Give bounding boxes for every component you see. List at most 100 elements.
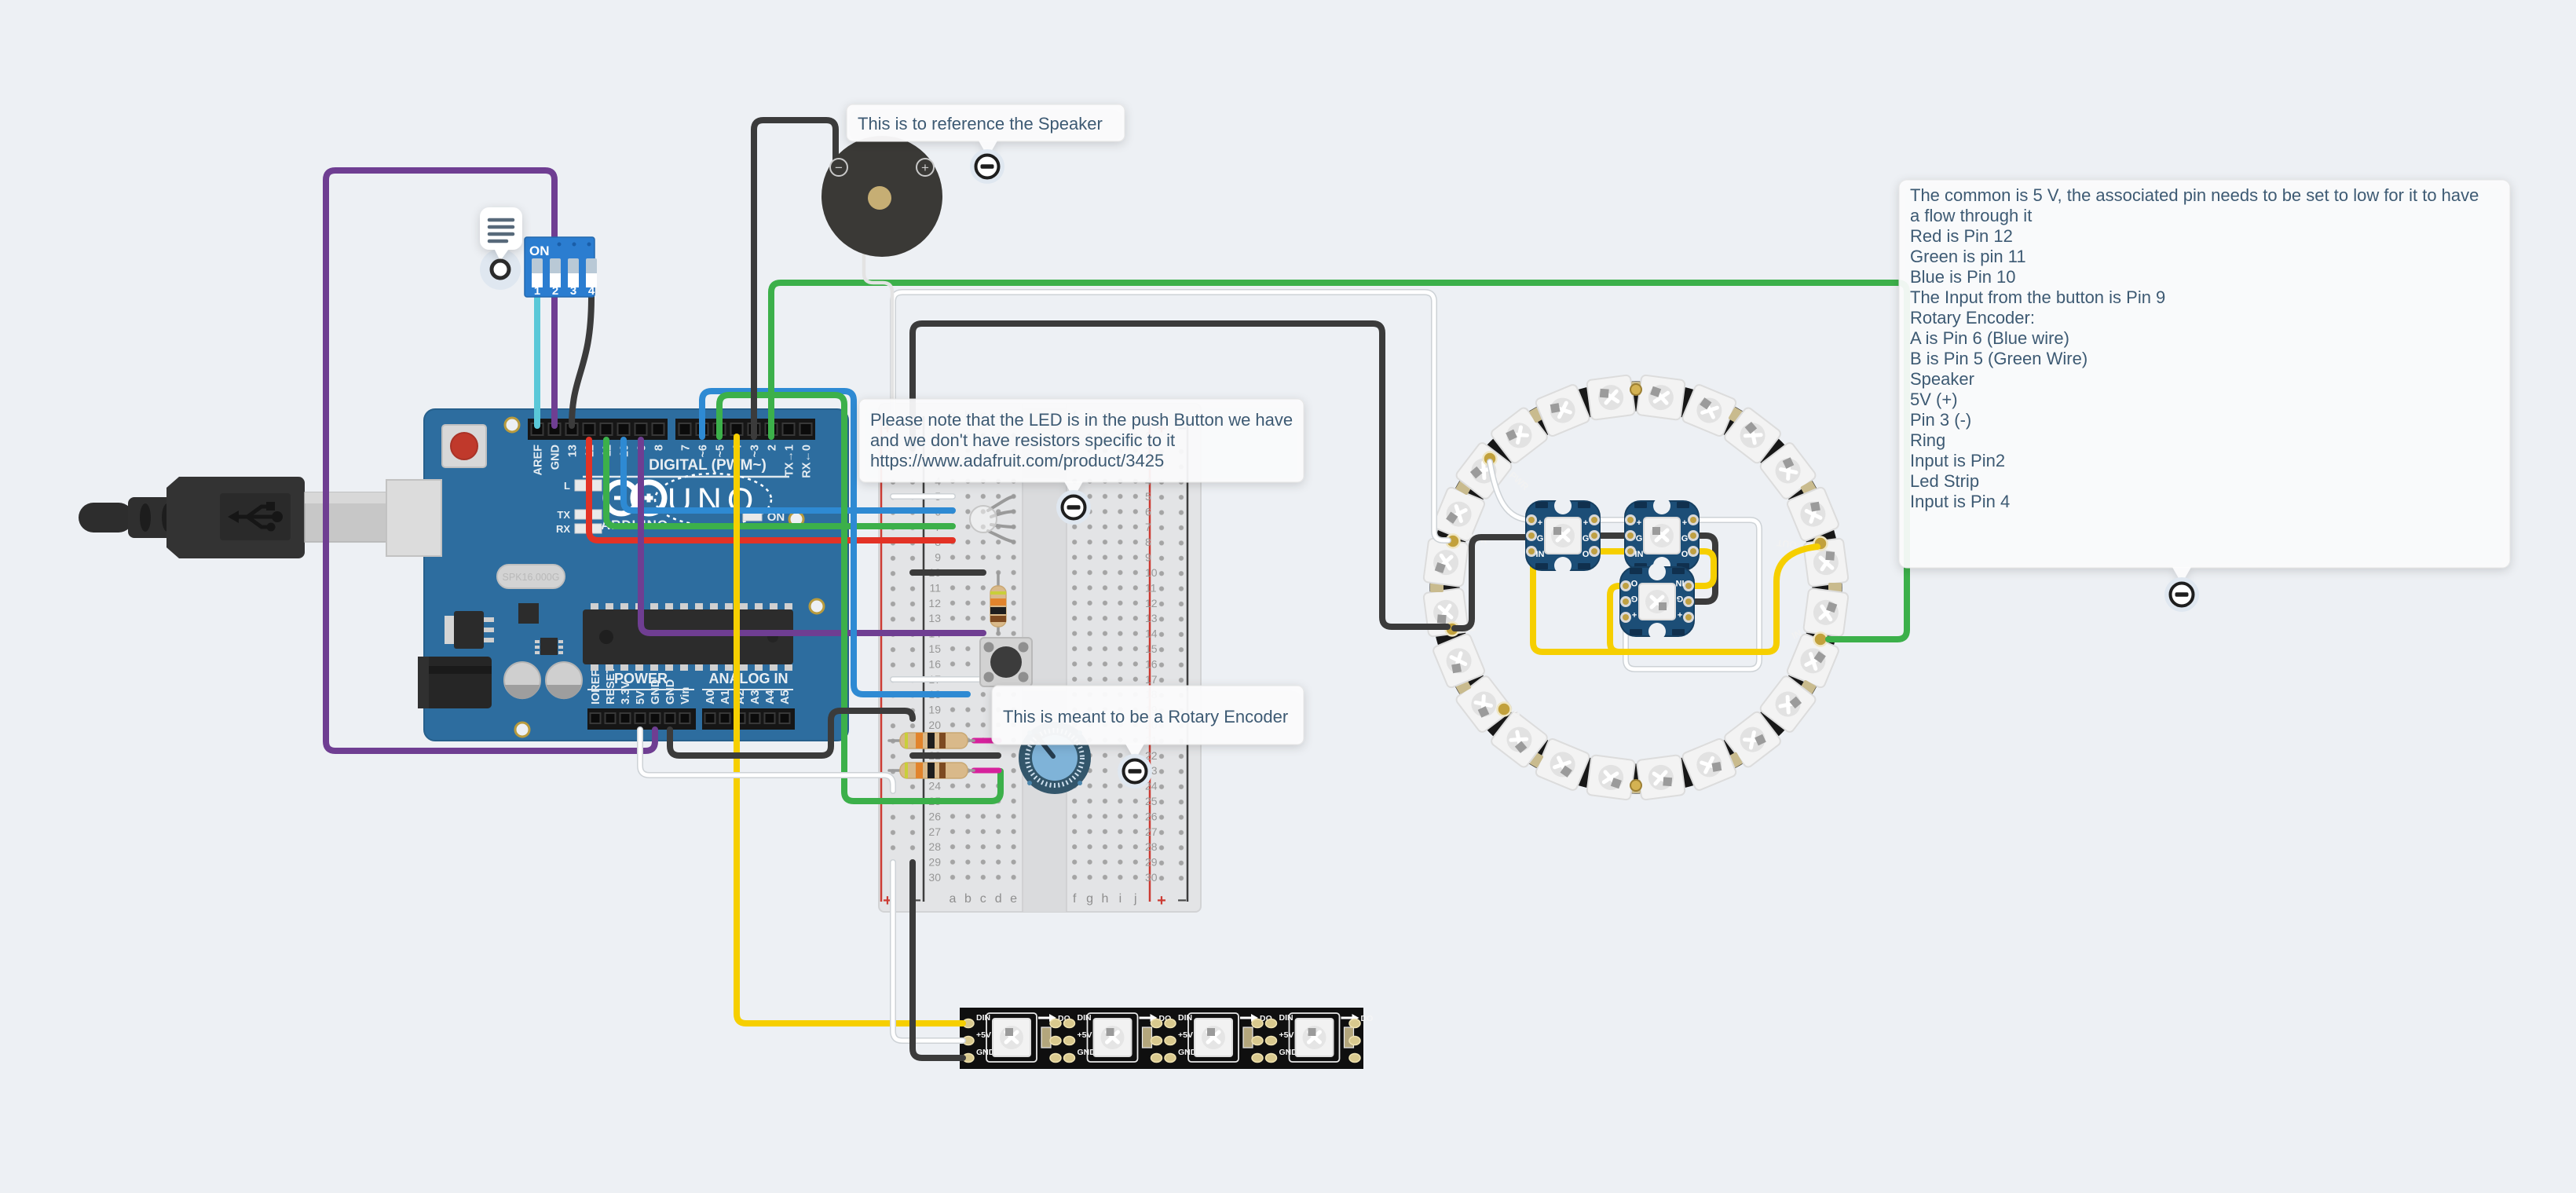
atmega-ic — [583, 603, 793, 671]
power-pin[interactable] — [664, 712, 676, 724]
piezo-speaker[interactable]: − + — [821, 136, 942, 456]
jewel-pad-label: G — [1631, 594, 1638, 603]
wire-purple-gnd-dip[interactable] — [323, 167, 658, 754]
wire-white-5v-rail[interactable] — [638, 727, 895, 793]
wire-black-rail-ring[interactable] — [909, 320, 1451, 630]
analog-pin[interactable] — [778, 712, 791, 724]
crystal-oscillator: SPK16.000G — [496, 564, 565, 589]
row-number: 7 — [1145, 521, 1151, 533]
wire-red-pin12[interactable] — [586, 437, 956, 543]
dip-number: 4 — [588, 284, 595, 298]
row-number: 16 — [1145, 657, 1158, 670]
breadboard[interactable]: 1122334455667788991010111112121313141415… — [878, 403, 1202, 913]
row-number: 17 — [1145, 673, 1158, 686]
ring-led — [1786, 633, 1839, 694]
digital-pin[interactable] — [651, 423, 665, 436]
digital-pin[interactable] — [617, 423, 631, 436]
row-number: 10 — [1145, 566, 1158, 579]
digital-pin[interactable] — [799, 423, 813, 436]
reset-button[interactable] — [441, 424, 487, 468]
dip-number: 3 — [570, 284, 576, 298]
note-anchor[interactable] — [489, 258, 511, 280]
wire-black-pin3-speaker[interactable] — [751, 117, 839, 440]
digital-pin[interactable] — [678, 423, 692, 436]
note-line: B is Pin 5 (Green Wire) — [1910, 349, 2088, 368]
rgb-led[interactable] — [969, 495, 1015, 543]
power-pin[interactable] — [604, 712, 617, 724]
wire-black-gnd-rail[interactable] — [667, 708, 916, 759]
column-label: h — [1102, 892, 1109, 906]
note-speaker[interactable]: This is to reference the Speaker — [846, 104, 1125, 157]
analog-pin[interactable] — [748, 712, 761, 724]
wire-green-pin11[interactable] — [603, 437, 956, 529]
usb-cable[interactable] — [79, 477, 390, 558]
neopixel-jewels[interactable]: +GIN+GO+GIN+GO+GIN+GO — [1525, 497, 1700, 640]
digital-pin[interactable] — [781, 423, 796, 436]
resistor-row21[interactable] — [887, 732, 975, 749]
dip-slider-knob[interactable] — [568, 273, 579, 287]
push-button[interactable] — [979, 637, 1033, 687]
digital-pin[interactable] — [582, 423, 596, 436]
digital-pin[interactable] — [634, 423, 648, 436]
note-led-button[interactable]: Please note that the LED is in the push … — [858, 398, 1304, 498]
analog-pin[interactable] — [719, 712, 731, 724]
wire-blue-pin10[interactable] — [620, 437, 956, 514]
wire-green-pin5-encoder[interactable] — [716, 392, 1004, 804]
digital-pin[interactable] — [599, 423, 613, 436]
wire-black-rail-strip[interactable] — [909, 859, 966, 1061]
digital-pin[interactable] — [730, 423, 744, 436]
wire-yellow-pin4-strip[interactable] — [734, 434, 966, 1026]
note-collapse-button-led[interactable] — [1055, 489, 1092, 526]
dip-slider-knob[interactable] — [550, 273, 561, 287]
dip-slider-knob[interactable] — [586, 273, 597, 287]
column-label: b — [964, 892, 971, 906]
rail-holes-right[interactable] — [1154, 444, 1189, 887]
note-collapse-button-speaker[interactable] — [968, 148, 1006, 185]
wire-white-rail-ring[interactable] — [891, 290, 1451, 543]
strip-pad-label: GND — [1178, 1048, 1197, 1057]
power-pin[interactable] — [589, 712, 602, 724]
analog-pin[interactable] — [704, 712, 716, 724]
power-pin[interactable] — [634, 712, 646, 724]
neopixel-ring[interactable]: PWR PWR G OUT IN G +GIN+GO+GIN+GO+GIN+GO — [1422, 374, 1850, 802]
power-pin[interactable] — [619, 712, 631, 724]
digital-section-label: DIGITAL (PWM~) — [649, 457, 767, 474]
wire-blue-pin6-encoder[interactable] — [699, 388, 971, 697]
jewel-pad-label: + — [1678, 609, 1682, 619]
neopixel-jewel[interactable]: +GIN+GO — [1624, 497, 1700, 574]
rail-holes-left[interactable] — [885, 444, 920, 887]
ring-led — [1422, 537, 1469, 587]
note-pin-reference[interactable]: The common is 5 V, the associated pin ne… — [1898, 179, 2511, 584]
note-rotary[interactable]: This is meant to be a Rotary Encoder — [991, 685, 1304, 760]
wire-black-dip4-pin13[interactable] — [569, 294, 595, 429]
row-number: 26 — [928, 810, 941, 822]
power-pin[interactable] — [679, 712, 691, 724]
note-collapse-button-pins[interactable] — [2163, 576, 2201, 613]
power-pin[interactable] — [649, 712, 661, 724]
neopixel-jewel[interactable]: +GIN+GO — [1619, 563, 1695, 640]
resistor-row23[interactable] — [887, 762, 975, 779]
neopixel-jewel[interactable]: +GIN+GO — [1525, 497, 1601, 574]
collapsed-note[interactable] — [480, 207, 522, 290]
digital-pin-label: 13 — [567, 445, 580, 457]
note-line: Speaker — [1910, 369, 1974, 389]
wire-purple-pin9-button[interactable] — [638, 437, 986, 636]
analog-pin[interactable] — [763, 712, 776, 724]
dip-slider-knob[interactable] — [532, 273, 543, 287]
ring-led — [1802, 587, 1850, 638]
ring-led — [1759, 675, 1817, 733]
resistor-vertical[interactable] — [990, 571, 1007, 635]
note-collapse-button-rotary[interactable] — [1116, 752, 1154, 790]
svg-text:L: L — [564, 480, 570, 492]
power-pin-label: Vin — [679, 687, 692, 704]
row-number: 6 — [1145, 505, 1151, 518]
wire-white-rail-strip[interactable] — [891, 860, 965, 1043]
